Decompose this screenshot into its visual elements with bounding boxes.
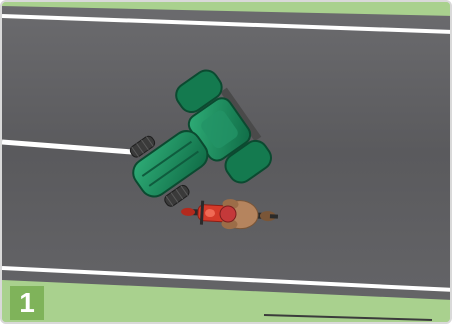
scene-number-badge: 1	[10, 286, 44, 320]
